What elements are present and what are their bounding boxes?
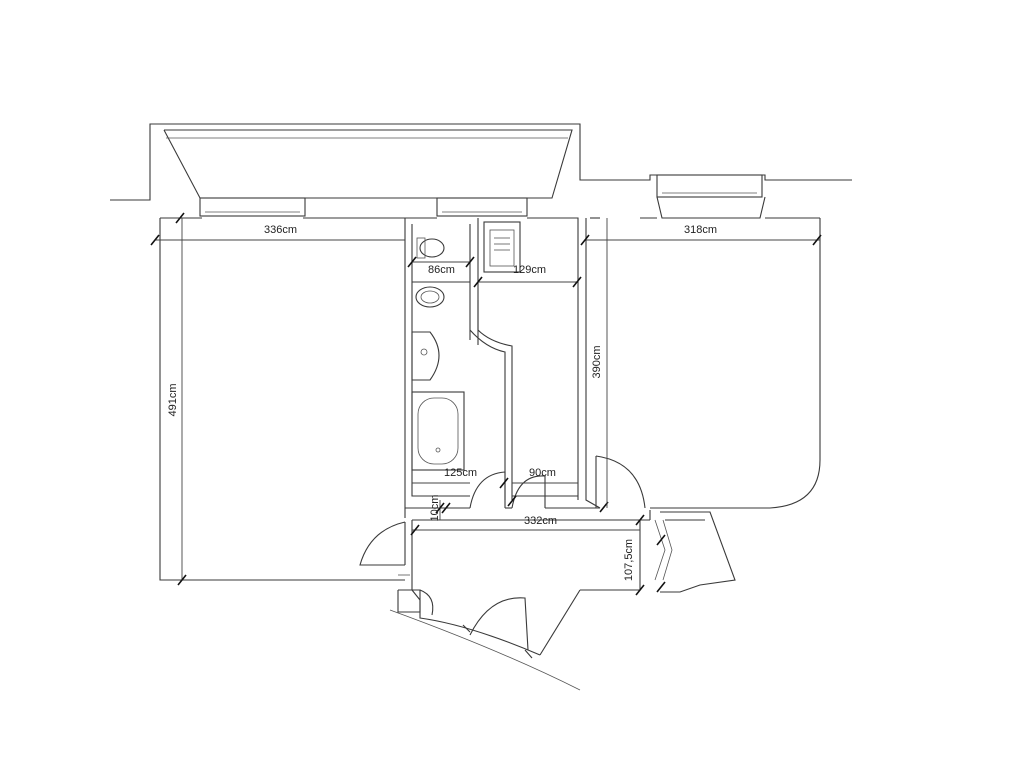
bidet-icon <box>415 286 445 308</box>
bathtub-icon <box>411 391 465 471</box>
dim-room-right-height: 390cm <box>591 345 603 378</box>
hallway <box>389 510 651 691</box>
dim-hall-width: 332cm <box>524 515 557 527</box>
dim-bath-width: 125cm <box>444 467 477 479</box>
storage-right <box>654 511 736 593</box>
toilet-icon <box>419 238 445 258</box>
doors <box>359 455 646 651</box>
dimension-labels: 336cm 491cm 86cm 129cm 125cm 90cm 10cm 3… <box>167 224 717 581</box>
dim-room-right-width: 318cm <box>684 224 717 236</box>
right-room <box>585 217 821 509</box>
dim-corridor-width: 90cm <box>529 467 556 479</box>
dim-kitchen-width: 129cm <box>513 264 546 276</box>
fixtures <box>411 221 521 471</box>
left-room <box>159 217 410 581</box>
dim-wall-thickness: 10cm <box>429 495 441 522</box>
washbasin-icon <box>411 331 440 381</box>
dim-wc-width: 86cm <box>428 264 455 276</box>
balcony-outline <box>110 123 852 201</box>
windows <box>199 174 766 219</box>
service-block <box>405 217 600 509</box>
dim-room-left-width: 336cm <box>264 224 297 236</box>
dim-hall-depth: 107,5cm <box>623 539 635 581</box>
dim-room-left-height: 491cm <box>167 383 179 416</box>
dimension-lines <box>150 212 822 596</box>
kitchen-sink-icon <box>483 221 521 273</box>
